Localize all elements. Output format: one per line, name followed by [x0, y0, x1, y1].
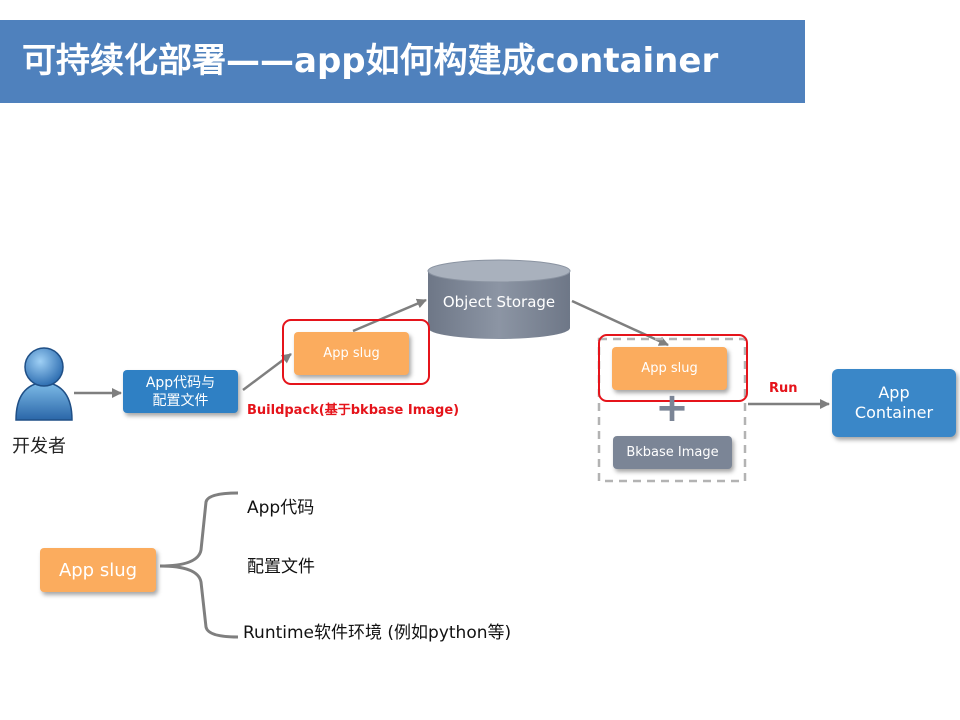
- app-slug-box-2: App slug: [612, 347, 727, 390]
- legend-app-slug-label: App slug: [58, 559, 138, 581]
- bkbase-image-box: Bkbase Image: [613, 436, 732, 469]
- object-storage-label: Object Storage: [442, 293, 556, 311]
- developer-label: 开发者: [12, 436, 66, 457]
- legend-item-config: 配置文件: [247, 557, 315, 577]
- legend-item-app-code: App代码: [247, 498, 315, 518]
- app-slug-box-1: App slug: [294, 332, 409, 375]
- app-slug-label-2: App slug: [641, 361, 698, 376]
- page-title: 可持续化部署——app如何构建成container: [22, 41, 719, 81]
- arrow-storage-to-slug: [571, 299, 669, 347]
- app-container-box: App Container: [832, 369, 956, 437]
- app-slug-label-1: App slug: [323, 346, 380, 361]
- legend-brace: [159, 491, 239, 639]
- bkbase-image-label: Bkbase Image: [626, 445, 719, 460]
- container-image-frame: [597, 337, 747, 483]
- app-code-config-label: App代码与 配置文件: [145, 374, 216, 409]
- run-label: Run: [769, 381, 798, 396]
- highlight-frame-slug-1: [282, 319, 430, 385]
- database-cylinder-icon: [427, 259, 571, 339]
- title-bar: 可持续化部署——app如何构建成container: [0, 20, 805, 103]
- legend-app-slug-box: App slug: [40, 548, 156, 592]
- buildpack-label: Buildpack(基于bkbase Image): [247, 403, 460, 418]
- highlight-frame-slug-2: [598, 334, 748, 402]
- legend-item-runtime: Runtime软件环境 (例如python等): [243, 623, 512, 643]
- plus-sign: +: [655, 385, 689, 431]
- app-code-config-box: App代码与 配置文件: [123, 370, 238, 413]
- app-container-label: App Container: [854, 383, 934, 422]
- arrow-slug-to-storage: [352, 298, 427, 333]
- person-icon: [15, 347, 73, 421]
